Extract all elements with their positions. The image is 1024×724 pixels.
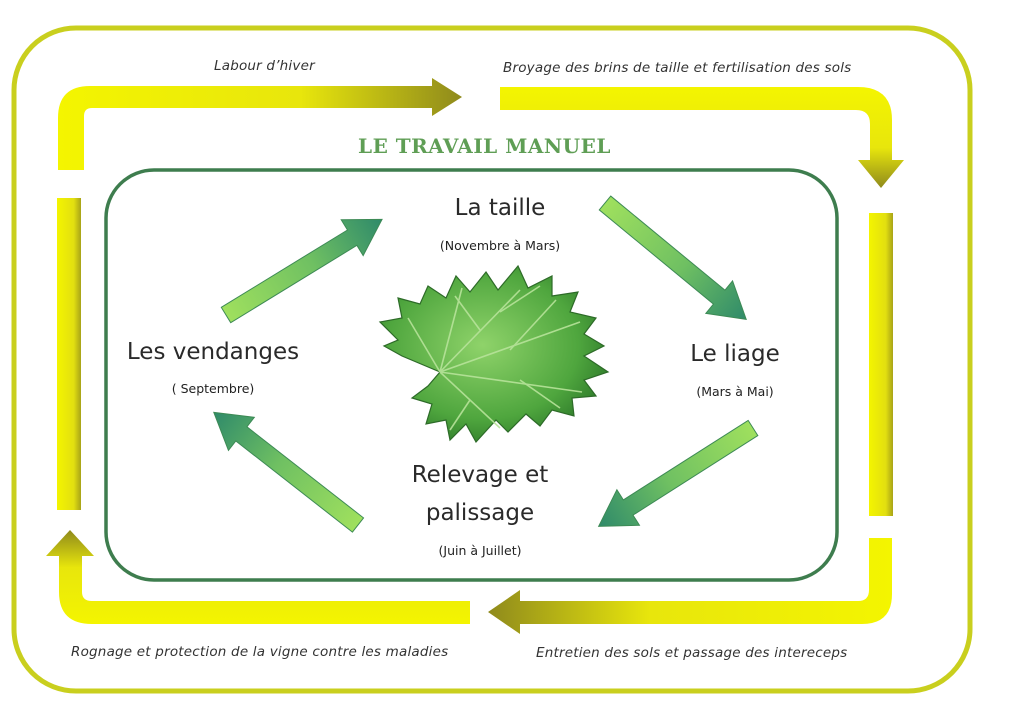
step-label-labour: Labour d’hiver	[214, 58, 315, 74]
stage-name-relevage-line2: palissage	[425, 500, 535, 526]
vine-leaf-icon	[378, 264, 610, 444]
bar-right	[869, 213, 893, 516]
arrow-entretien	[488, 538, 892, 634]
stage-name-liage: Le liage	[690, 341, 780, 367]
step-label-entretien: Entretien des sols et passage des intere…	[536, 645, 848, 661]
stage-period-vendanges: ( Septembre)	[171, 381, 255, 396]
step-label-rognage: Rognage et protection de la vigne contre…	[71, 644, 449, 660]
outer-frame	[11, 25, 973, 694]
stage-period-relevage: (Juin à Juillet)	[438, 543, 522, 558]
stage-period-liage: (Mars à Mai)	[696, 384, 774, 399]
arrow-liage-to-relevage	[597, 419, 759, 527]
arrow-vendanges-to-taille	[220, 218, 383, 324]
arrow-taille-to-liage	[598, 195, 747, 321]
stage-period-taille: (Novembre à Mars)	[439, 238, 561, 253]
arrow-broyage	[500, 87, 904, 188]
arrow-rognage	[46, 530, 470, 624]
stage-name-vendanges: Les vendanges	[126, 339, 300, 365]
inner-frame	[104, 168, 839, 582]
stage-name-taille: La taille	[454, 195, 546, 221]
stage-name-relevage-line1: Relevage et	[411, 462, 549, 488]
bar-left	[57, 198, 81, 510]
diagram-title: LE TRAVAIL MANUEL	[358, 134, 611, 158]
arrow-labour-hiver	[58, 78, 462, 170]
step-label-broyage: Broyage des brins de taille et fertilisa…	[503, 60, 852, 76]
arrow-relevage-to-vendanges	[213, 411, 365, 533]
